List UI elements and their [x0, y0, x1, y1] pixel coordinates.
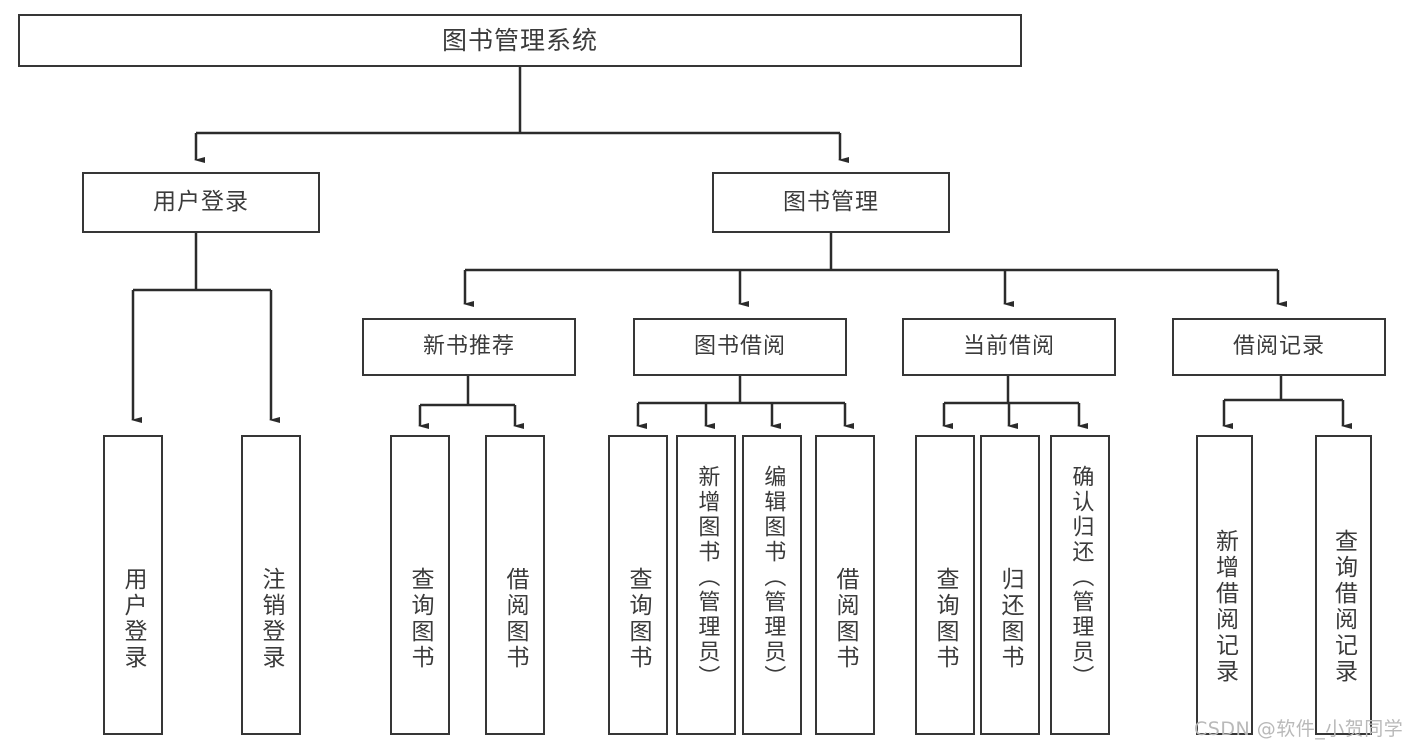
leaf-edit-book-admin[interactable]: 编辑图书（管理员） — [742, 435, 802, 735]
leaf-user-login[interactable]: 用户登录 — [103, 435, 163, 735]
leaf-query-book-current[interactable]: 查询图书 — [915, 435, 975, 735]
leaf-logout[interactable]: 注销登录 — [241, 435, 301, 735]
node-label: 图书管理 — [783, 188, 879, 215]
node-label: 新增图书（管理员） — [694, 465, 720, 690]
node-label: 图书管理系统 — [441, 25, 598, 55]
node-label: 确认归还（管理员） — [1068, 465, 1094, 690]
node-label: 用户登录 — [120, 567, 147, 671]
node-book-management-system[interactable]: 图书管理系统 — [18, 14, 1022, 67]
leaf-borrow-book-recommend[interactable]: 借阅图书 — [485, 435, 545, 735]
node-book-management[interactable]: 图书管理 — [712, 172, 950, 233]
node-label: 当前借阅 — [962, 334, 1055, 360]
leaf-return-book[interactable]: 归还图书 — [980, 435, 1040, 735]
node-label: 查询借阅记录 — [1330, 529, 1357, 685]
leaf-borrow-book[interactable]: 借阅图书 — [815, 435, 875, 735]
node-label: 借阅图书 — [832, 567, 859, 671]
node-new-book-recommend[interactable]: 新书推荐 — [362, 318, 576, 376]
node-label: 查询图书 — [932, 567, 959, 671]
node-current-borrow[interactable]: 当前借阅 — [902, 318, 1116, 376]
node-label: 用户登录 — [153, 188, 249, 215]
leaf-query-book-borrow[interactable]: 查询图书 — [608, 435, 668, 735]
node-user-login[interactable]: 用户登录 — [82, 172, 320, 233]
leaf-query-borrow-record[interactable]: 查询借阅记录 — [1315, 435, 1372, 735]
node-label: 新书推荐 — [422, 334, 515, 360]
node-book-borrow[interactable]: 图书借阅 — [633, 318, 847, 376]
leaf-add-book-admin[interactable]: 新增图书（管理员） — [676, 435, 736, 735]
watermark: CSDN @软件_小贺同学 — [1194, 718, 1404, 740]
node-label: 查询图书 — [625, 567, 652, 671]
leaf-confirm-return-admin[interactable]: 确认归还（管理员） — [1050, 435, 1110, 735]
node-label: 借阅记录 — [1232, 334, 1325, 360]
leaf-query-book-recommend[interactable]: 查询图书 — [390, 435, 450, 735]
node-label: 注销登录 — [258, 567, 285, 671]
node-label: 图书借阅 — [693, 334, 786, 360]
node-label: 编辑图书（管理员） — [760, 465, 786, 690]
leaf-add-borrow-record[interactable]: 新增借阅记录 — [1196, 435, 1253, 735]
node-borrow-record[interactable]: 借阅记录 — [1172, 318, 1386, 376]
node-label: 借阅图书 — [502, 567, 529, 671]
node-label: 查询图书 — [407, 567, 434, 671]
node-label: 归还图书 — [997, 567, 1024, 671]
node-label: 新增借阅记录 — [1211, 529, 1238, 685]
